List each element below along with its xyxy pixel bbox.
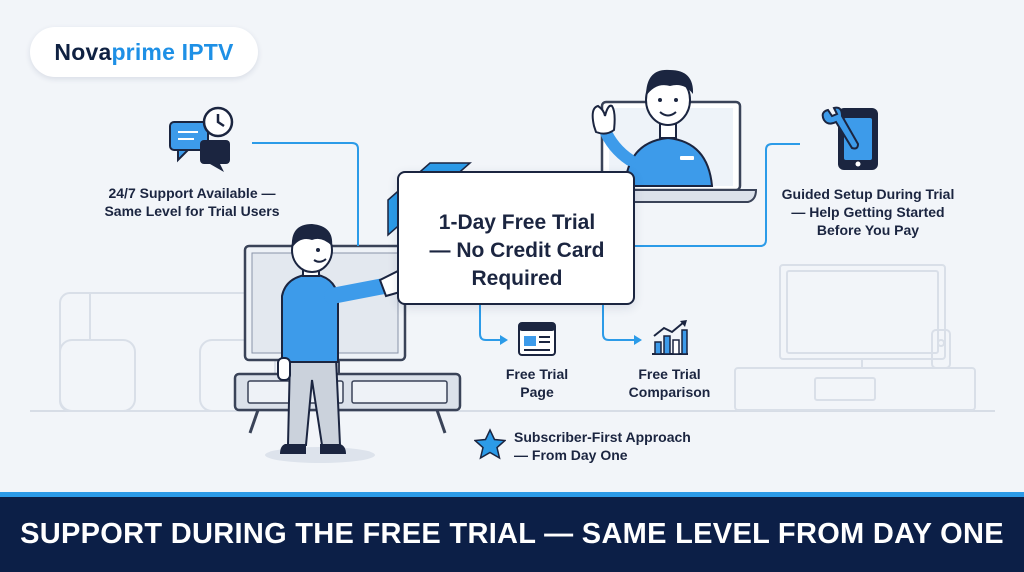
setup-caption: Guided Setup During Trial — Help Getting… bbox=[768, 185, 968, 239]
bar-chart-icon bbox=[652, 320, 688, 355]
setup-line-3: Before You Pay bbox=[816, 222, 920, 238]
support-caption: 24/7 Support Available — Same Level for … bbox=[82, 184, 302, 220]
approach-line-1: Subscriber-First Approach bbox=[514, 429, 691, 445]
comparison-line-1: Free Trial bbox=[638, 366, 701, 382]
trial-line-2: — No Credit Card bbox=[429, 239, 605, 262]
approach-line-2: — From Day One bbox=[514, 447, 628, 463]
approach-caption: Subscriber-First Approach — From Day One bbox=[514, 428, 724, 464]
footer-banner: SUPPORT DURING THE FREE TRIAL — SAME LEV… bbox=[0, 492, 1024, 572]
right-tv-outline bbox=[734, 264, 976, 411]
web-page-icon bbox=[518, 322, 556, 356]
star-icon bbox=[474, 428, 506, 460]
brand-name-part1: Nova bbox=[54, 38, 112, 65]
trial-page-line-1: Free Trial bbox=[505, 366, 569, 382]
free-trial-card-title: 1-Day Free Trial — No Credit Card Requir… bbox=[398, 209, 636, 293]
link-comparison[interactable]: Free Trial Comparison bbox=[612, 365, 727, 401]
setup-line-2: — Help Getting Started bbox=[791, 204, 945, 220]
trial-line-1: 1-Day Free Trial bbox=[438, 211, 596, 234]
link-trial-page[interactable]: Free Trial Page bbox=[487, 365, 587, 401]
chat-clock-icon bbox=[169, 106, 234, 172]
connector-lines bbox=[252, 142, 800, 341]
footer-title: SUPPORT DURING THE FREE TRIAL — SAME LEV… bbox=[20, 518, 1004, 550]
trial-page-line-2: Page bbox=[520, 384, 554, 400]
free-trial-card bbox=[397, 171, 635, 305]
setup-line-1: Guided Setup During Trial bbox=[781, 186, 955, 202]
support-line-1: 24/7 Support Available — bbox=[108, 185, 276, 201]
tablet-wrench-icon bbox=[821, 106, 878, 170]
support-line-2: Same Level for Trial Users bbox=[104, 203, 280, 219]
arrow-comparison bbox=[634, 335, 642, 345]
comparison-line-2: Comparison bbox=[628, 384, 711, 400]
trial-line-3: Required bbox=[471, 267, 563, 290]
brand-name-part2: prime IPTV bbox=[111, 38, 234, 65]
arrow-trial-page bbox=[500, 335, 508, 345]
